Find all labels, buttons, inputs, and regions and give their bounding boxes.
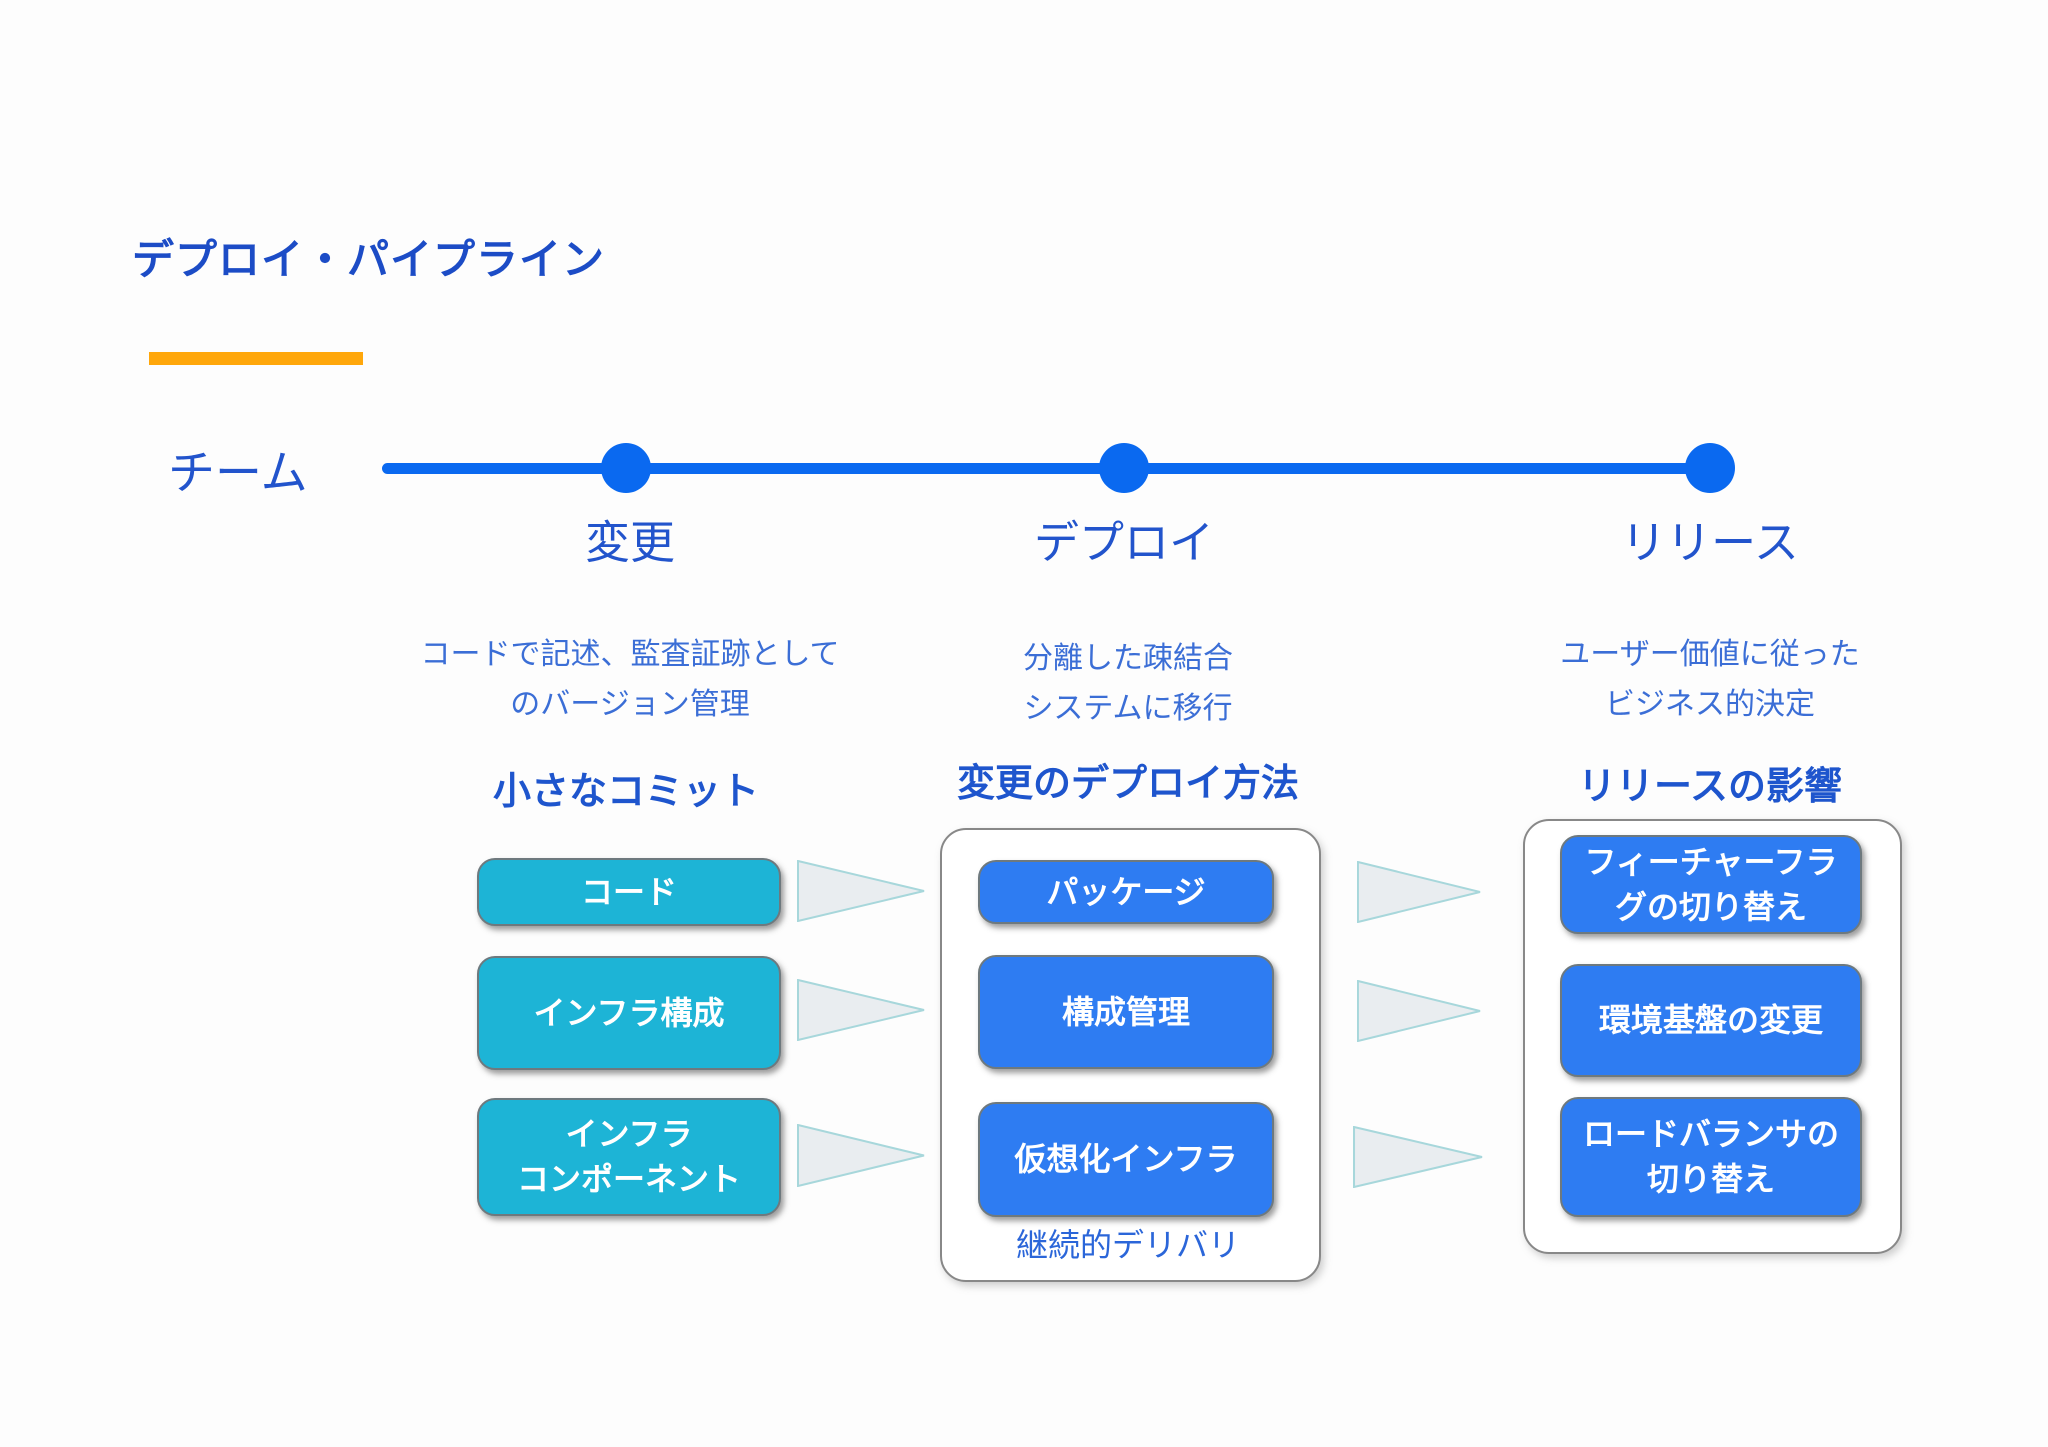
box-code: コード — [477, 858, 781, 926]
timeline-dot-change — [601, 443, 651, 493]
box-feature-flag-toggle: フィーチャーフラ グの切り替え — [1560, 835, 1862, 934]
box-label: フィーチャーフラ — [1584, 843, 1838, 880]
box-label: パッケージ — [1046, 873, 1206, 910]
description-line: コードで記述、監査証跡として — [420, 638, 840, 671]
timeline-line — [382, 463, 1714, 474]
description-line: ユーザー価値に従った — [1560, 638, 1860, 671]
slide-title: デプロイ・パイプライン — [132, 236, 606, 283]
box-label: コンポーネント — [516, 1161, 741, 1197]
box-infra-components: インフラ コンポーネント — [477, 1098, 781, 1216]
description-line: 分離した疎結合 — [1023, 642, 1233, 675]
description-line: のバージョン管理 — [510, 688, 750, 721]
arrow-right-icon — [1353, 1126, 1483, 1188]
arrow-right-icon — [797, 1124, 925, 1187]
change-heading: 小さなコミット — [492, 771, 760, 813]
arrow-right-icon — [797, 860, 925, 922]
deploy-description: 分離した疎結合 システムに移行 — [1023, 634, 1233, 734]
timeline-team-label: チーム — [168, 446, 308, 499]
box-infra-config: インフラ構成 — [477, 956, 781, 1070]
box-label: インフラ構成 — [533, 994, 725, 1031]
box-label: 環境基盤の変更 — [1598, 1002, 1823, 1038]
box-label: 切り替え — [1646, 1161, 1775, 1197]
change-description: コードで記述、監査証跡として のバージョン管理 — [420, 630, 839, 730]
continuous-delivery-caption: 継続的デリバリ — [1015, 1227, 1241, 1263]
release-description: ユーザー価値に従った ビジネス的決定 — [1560, 630, 1859, 730]
deploy-heading: 変更のデプロイ方法 — [956, 763, 1300, 805]
box-environment-change: 環境基盤の変更 — [1560, 964, 1862, 1077]
title-accent-rule — [149, 352, 363, 365]
description-line: ビジネス的決定 — [1605, 688, 1815, 721]
timeline-dot-release — [1685, 443, 1735, 493]
box-label: ロードバランサの — [1582, 1116, 1839, 1152]
release-heading: リリースの影響 — [1577, 766, 1843, 808]
box-label: 構成管理 — [1061, 993, 1190, 1030]
box-label: 仮想化インフラ — [1014, 1141, 1238, 1177]
box-label: コード — [580, 873, 677, 910]
arrow-right-icon — [1357, 861, 1481, 923]
timeline-dot-deploy — [1099, 443, 1149, 493]
description-line: システムに移行 — [1023, 692, 1233, 725]
box-load-balancer-switch: ロードバランサの 切り替え — [1560, 1097, 1862, 1217]
box-config-management: 構成管理 — [978, 955, 1274, 1069]
box-virtualized-infra: 仮想化インフラ — [978, 1102, 1274, 1217]
stage-label-change: 変更 — [584, 517, 676, 568]
stage-label-deploy: デプロイ — [1033, 517, 1215, 568]
stage-label-release: リリース — [1621, 517, 1799, 568]
arrow-right-icon — [1357, 980, 1481, 1042]
box-label: インフラ — [565, 1116, 693, 1152]
arrow-right-icon — [797, 979, 925, 1041]
box-package: パッケージ — [978, 860, 1274, 924]
box-label: グの切り替え — [1614, 888, 1807, 925]
